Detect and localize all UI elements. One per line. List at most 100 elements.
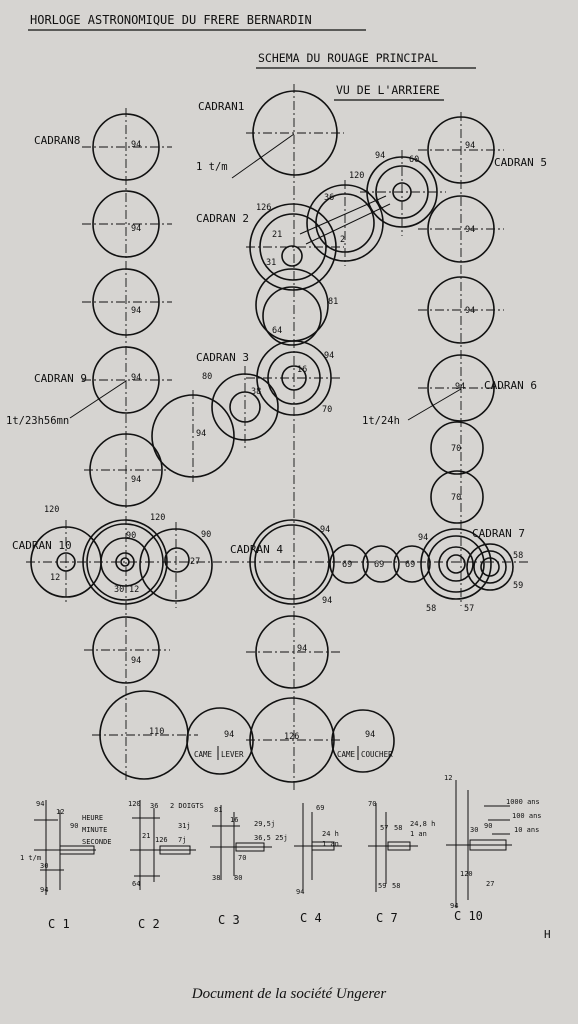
sec-label: 69 (316, 804, 324, 812)
sec-36: 36,5 25j (254, 834, 288, 842)
tooth-label: 12 (129, 585, 139, 595)
sec-1000: 1000 ans (506, 798, 540, 806)
sec-label: 94 (40, 886, 48, 894)
hands-c1 (59, 845, 95, 855)
sec-minute: MINUTE (82, 826, 107, 834)
sec-label: 21 (142, 832, 150, 840)
sec-label: 12 (444, 774, 452, 782)
tooth-label: 69 (342, 560, 352, 570)
tooth-label: 94 (297, 644, 307, 654)
tooth-label: 60 (409, 155, 419, 165)
sec-label: 81 (214, 806, 222, 814)
cam-coucher-label-b: COUCHER (361, 750, 393, 759)
hands-c3 (235, 842, 265, 852)
gear-58 (466, 543, 514, 591)
sec-label: 90 (70, 822, 78, 830)
tooth-label: 94 (224, 730, 234, 740)
sec-100: 100 ans (512, 812, 542, 820)
cam-coucher-label-a: CAME (337, 750, 356, 759)
sec-label: 59 (378, 882, 386, 890)
tooth-label: 94 (465, 306, 475, 316)
tooth-label: 94 (375, 151, 385, 161)
tooth-label: 94 (196, 429, 206, 439)
tooth-label: 110 (149, 727, 164, 737)
sec-31j: 31j (178, 822, 191, 830)
section-c7: C 7 (376, 911, 398, 925)
sec-label: 94 (450, 902, 458, 910)
section-c2: C 2 (138, 917, 160, 931)
tooth-label: 120 (150, 513, 165, 523)
sec-label: 36 (150, 802, 158, 810)
tooth-label: 64 (272, 326, 282, 336)
sec-label: 120 (128, 800, 141, 808)
cam-lever (186, 707, 254, 775)
label-cadran1: CADRAN1 (198, 100, 244, 113)
tooth-label: 80 (202, 372, 212, 382)
sec-label: 126 (155, 836, 168, 844)
tooth-label: 21 (272, 230, 282, 240)
tooth-label: 31 (266, 258, 276, 268)
tooth-label: 90 (126, 531, 136, 541)
rate-24h: 1t/24h (362, 415, 400, 427)
sec-label: 94 (36, 800, 44, 808)
sec-heure: HEURE (82, 814, 103, 822)
tooth-label: 94 (131, 306, 141, 316)
hands-c2 (159, 845, 191, 855)
tooth-label: 94 (455, 382, 465, 392)
sec-1an: 1 an (322, 840, 339, 848)
tooth-label: 94 (322, 596, 332, 606)
tooth-label: 69 (405, 560, 415, 570)
tooth-label: 70 (451, 493, 461, 503)
sec-label: 64 (132, 880, 140, 888)
tooth-label: 69 (374, 560, 384, 570)
tooth-label: 120 (349, 171, 364, 181)
tooth-label: 94 (465, 141, 475, 151)
link-bar-a (299, 195, 387, 235)
sec-29: 29,5j (254, 820, 275, 828)
label-cadran9: CADRAN 9 (34, 372, 87, 385)
tooth-label: 94 (418, 533, 428, 543)
label-cadran8: CADRAN8 (34, 134, 80, 147)
sec-label: 58 (394, 824, 402, 832)
signature-mark: H (544, 928, 551, 941)
tooth-label: 90 (201, 530, 211, 540)
section-c3: C 3 (218, 913, 240, 927)
sec-label: 27 (486, 880, 494, 888)
sec-label: 12 (56, 808, 64, 816)
tooth-label: 94 (131, 656, 141, 666)
tooth-label: 38 (251, 387, 261, 397)
tooth-label: 70 (451, 444, 461, 454)
pinion-59 (480, 557, 500, 577)
tooth-label: 94 (131, 140, 141, 150)
gear-70-a (430, 421, 484, 475)
sec-label: 80 (234, 874, 242, 882)
cam-lever-label-a: CAME (194, 750, 213, 759)
tooth-label: 94 (131, 373, 141, 383)
rate-1tm: 1 t/m (196, 161, 228, 173)
link-bar-b (305, 203, 391, 245)
sec-1an-c7: 1 an (410, 830, 427, 838)
sec-label: 58 (392, 882, 400, 890)
label-cadran4: CADRAN 4 (230, 543, 283, 556)
tooth-label: 94 (131, 475, 141, 485)
gear-70-b (430, 470, 484, 524)
tooth-label: 2 (340, 235, 345, 245)
tooth-label: 30 (114, 585, 124, 595)
sec-seconde: SECONDE (82, 838, 112, 846)
tooth-label: 94 (465, 225, 475, 235)
gear-69-c (393, 545, 431, 583)
sec-label: 70 (368, 800, 376, 808)
gear-cadran7-outer (420, 528, 492, 600)
gear-69-a (329, 544, 369, 584)
sec-label: 120 (460, 870, 473, 878)
tooth-label: 94 (320, 525, 330, 535)
pinion-cadran7 (446, 554, 466, 574)
tooth-label: 27 (190, 557, 200, 567)
label-cadran10: CADRAN 10 (12, 539, 72, 552)
gear-64 (262, 286, 322, 346)
pinion-21 (281, 245, 303, 267)
tooth-label: 36 (324, 193, 334, 203)
tooth-label: 94 (324, 351, 334, 361)
